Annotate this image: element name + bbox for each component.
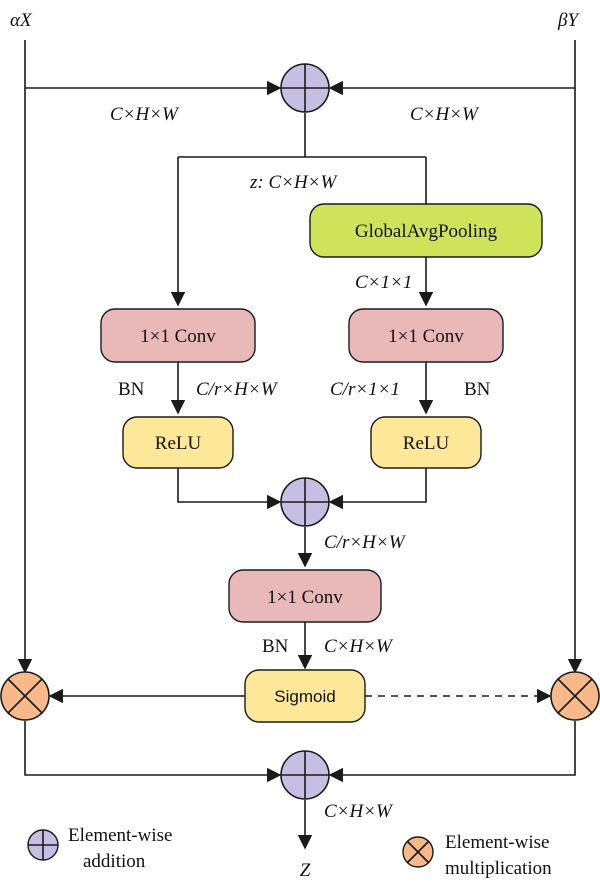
input-x-label: αX: [10, 10, 33, 31]
line-relu-right-to-add-mid: [328, 468, 427, 510]
dim-top-right: C×H×W: [410, 104, 480, 125]
relu-right-label: ReLU: [403, 433, 450, 454]
bn-center-label: BN: [262, 636, 289, 657]
mul-node-right: [550, 671, 600, 721]
conv-center-label: 1×1 Conv: [267, 587, 343, 608]
bn-left-label: BN: [118, 379, 145, 400]
input-y-label: βY: [557, 10, 580, 31]
dim-z: z: C×H×W: [249, 172, 339, 193]
gap-label: GlobalAvgPooling: [355, 221, 498, 242]
conv-left-label: 1×1 Conv: [140, 326, 216, 347]
legend-mul: Element-wise multiplication: [402, 832, 552, 879]
sigmoid-label: Sigmoid: [274, 687, 335, 706]
conv-right-block: 1×1 Conv: [348, 308, 504, 363]
legend-add-icon: [27, 829, 59, 861]
line-x-to-add-top: [24, 40, 282, 96]
dim-gap-out: C×1×1: [355, 272, 412, 293]
add-node-top: [280, 63, 330, 113]
conv-left-block: 1×1 Conv: [100, 308, 256, 363]
dim-mid: C/r×H×W: [324, 532, 407, 553]
add-node-mid: [280, 477, 330, 527]
relu-left-label: ReLU: [155, 433, 202, 454]
legend-add: Element-wise addition: [27, 825, 172, 872]
legend-mul-icon: [402, 836, 434, 868]
dim-sig-in: C×H×W: [324, 636, 394, 657]
output-z-label: Z: [300, 860, 311, 881]
dim-top-left: C×H×W: [110, 104, 180, 125]
line-mul-right-to-add-bottom: [328, 721, 576, 783]
conv-right-label: 1×1 Conv: [388, 326, 464, 347]
gap-block: GlobalAvgPooling: [309, 203, 543, 258]
add-node-bottom: [280, 750, 330, 800]
line-mul-left-to-add-bottom: [24, 721, 282, 783]
relu-left-block: ReLU: [122, 416, 234, 469]
sigmoid-block: Sigmoid: [244, 669, 366, 723]
dim-final: C×H×W: [324, 801, 394, 822]
mul-node-left: [0, 671, 50, 721]
conv-center-block: 1×1 Conv: [228, 569, 382, 623]
legend-add-line2: addition: [83, 851, 146, 872]
line-relu-left-to-add-mid: [177, 468, 282, 510]
line-y-to-add-top: [328, 40, 576, 96]
relu-right-block: ReLU: [370, 416, 482, 469]
dim-right-relu-in: C/r×1×1: [330, 379, 400, 400]
legend-add-line1: Element-wise: [68, 825, 172, 846]
legend-mul-line1: Element-wise: [445, 832, 549, 853]
legend-mul-line2: multiplication: [445, 858, 552, 879]
dim-left-relu-in: C/r×H×W: [196, 379, 279, 400]
bn-right-label: BN: [464, 379, 491, 400]
